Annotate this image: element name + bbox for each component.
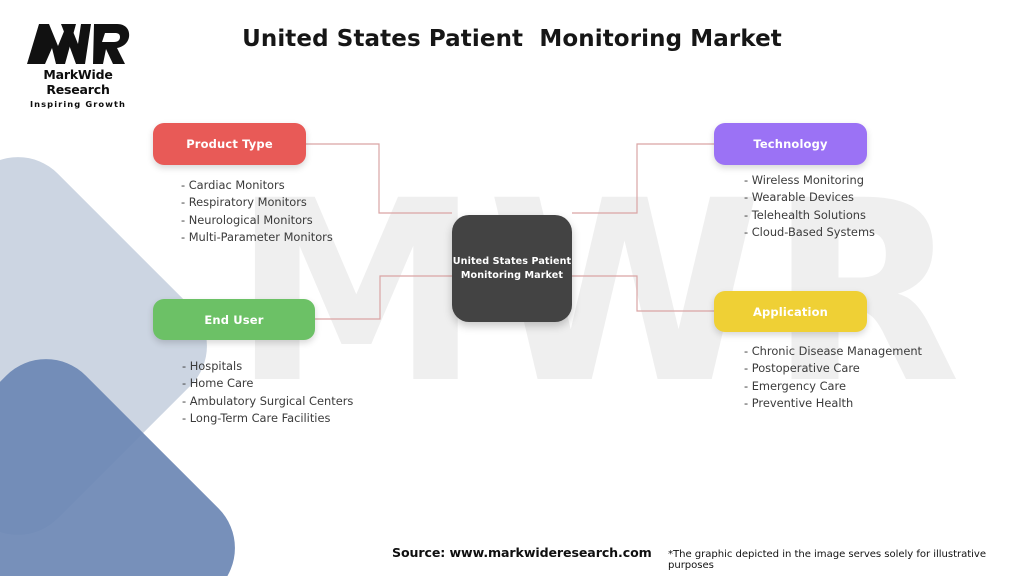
- list-item: - Wireless Monitoring: [744, 173, 864, 187]
- source-label: Source: www.markwideresearch.com: [392, 545, 652, 560]
- list-item: - Long-Term Care Facilities: [182, 411, 331, 426]
- list-item: - Postoperative Care: [744, 361, 860, 376]
- list-item: - Preventive Health: [744, 396, 854, 411]
- connector-end-user: [315, 275, 452, 320]
- branch-items-application: - Chronic Disease Management - Postopera…: [744, 343, 922, 413]
- branch-label-application: Application: [752, 304, 828, 319]
- branch-items-product-type: - Cardiac Monitors - Respiratory Monitor…: [181, 177, 333, 247]
- list-item: - Multi-Parameter Monitors: [181, 230, 333, 245]
- logo-tagline: Inspiring Growth: [29, 99, 127, 109]
- connector-application: [572, 275, 714, 312]
- disclaimer-note: *The graphic depicted in the image serve…: [668, 549, 986, 571]
- branch-items-technology: - Wireless Monitoring - Wearable Devices…: [744, 172, 875, 242]
- list-item: - Ambulatory Surgical Centers: [182, 393, 354, 408]
- page-title: United States Patient Monitoring Market: [242, 26, 782, 52]
- list-item: - Respiratory Monitors: [181, 195, 307, 210]
- branch-label-technology: Technology: [753, 137, 828, 151]
- logo-mark-icon: [14, 22, 142, 66]
- connector-product-type: [306, 143, 452, 214]
- list-item: - Hospitals: [182, 359, 243, 373]
- list-item: - Cloud-Based Systems: [744, 225, 875, 240]
- list-item: - Home Care: [182, 376, 254, 391]
- branch-items-end-user: - Hospitals - Home Care - Ambulatory Sur…: [182, 358, 353, 428]
- branch-label-end-user: End User: [204, 312, 264, 327]
- list-item: - Neurological Monitors: [181, 212, 313, 227]
- branch-node-technology[interactable]: Technology: [714, 123, 867, 165]
- list-item: - Emergency Care: [744, 378, 846, 393]
- center-node[interactable]: United States Patient Monitoring Market: [452, 215, 572, 322]
- branch-node-product-type[interactable]: Product Type: [153, 123, 306, 165]
- branch-label-product-type: Product Type: [186, 137, 273, 151]
- connector-technology: [572, 143, 714, 214]
- center-node-label-line2: Monitoring Market: [460, 269, 564, 281]
- list-item: - Wearable Devices: [744, 190, 854, 205]
- brand-logo: MarkWide Research Inspiring Growth: [14, 22, 142, 109]
- branch-node-end-user[interactable]: End User: [153, 299, 315, 340]
- center-node-label-line1: United States Patient: [452, 255, 572, 267]
- list-item: - Chronic Disease Management: [744, 344, 923, 358]
- list-item: - Telehealth Solutions: [744, 207, 866, 222]
- branch-node-application[interactable]: Application: [714, 291, 867, 332]
- logo-company-name: MarkWide Research: [43, 67, 113, 97]
- list-item: - Cardiac Monitors: [181, 178, 285, 192]
